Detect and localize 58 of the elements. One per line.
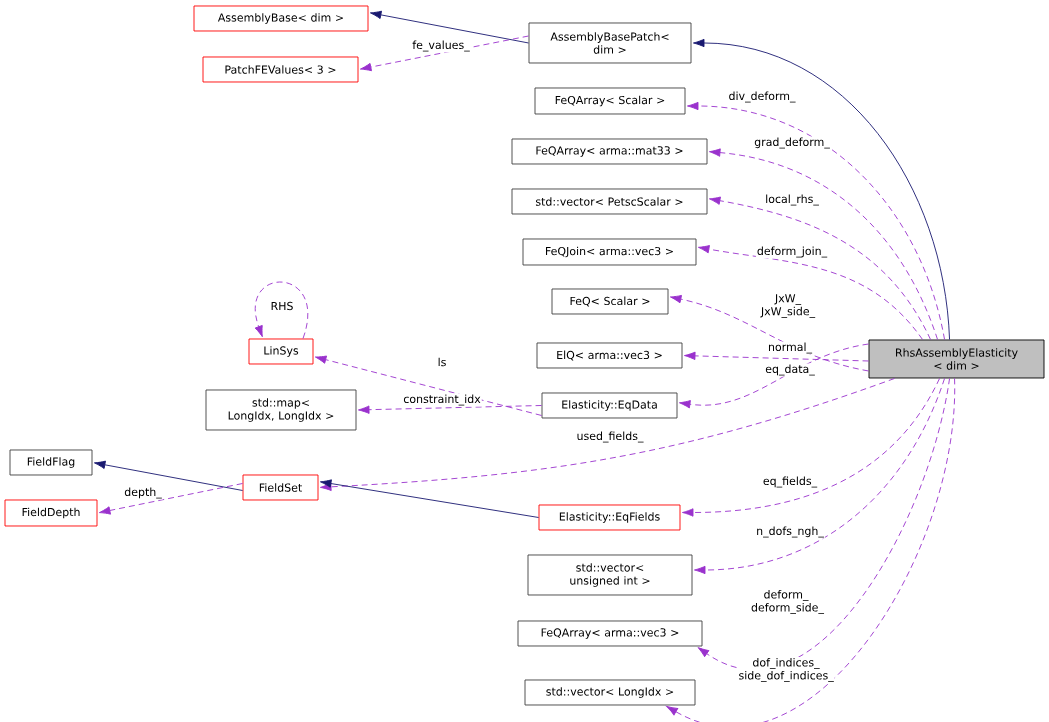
arrow	[679, 343, 869, 409]
arrow	[682, 378, 940, 517]
class-box: FeQArray< Scalar >	[534, 87, 686, 115]
arrow	[709, 148, 938, 340]
edge-label: RHS	[269, 300, 295, 312]
edge-label: n_dofs_ngh_	[755, 525, 825, 539]
edge-label: deform_join_	[755, 245, 829, 259]
class-box: FeQ< Scalar >	[551, 288, 669, 315]
class-box: FieldSet	[242, 474, 319, 501]
arrow	[358, 405, 542, 414]
arrow	[687, 101, 945, 340]
class-box: AssemblyBase< dim >	[193, 5, 369, 32]
arrow	[666, 378, 955, 722]
class-box: LinSys	[248, 338, 314, 365]
edge-label: JxW_ JxW_side_	[752, 293, 824, 319]
arrow	[94, 460, 243, 491]
class-box: FeQJoin< arma::vec3 >	[522, 238, 697, 266]
arrow	[697, 245, 923, 340]
arrow	[694, 378, 945, 575]
arrow	[320, 479, 539, 518]
arrow	[669, 295, 869, 372]
arrow	[708, 196, 931, 340]
arrow	[98, 483, 243, 515]
edge-label: eq_data_	[764, 363, 816, 377]
edge-label: normal_	[767, 341, 814, 355]
edge-label: fe_values_	[411, 39, 471, 53]
arrow	[320, 378, 895, 492]
edge-label: deform_ deform_side_	[750, 589, 825, 615]
class-box: RhsAssemblyElasticity < dim >	[868, 339, 1045, 379]
class-box: PatchFEValues< 3 >	[202, 56, 359, 83]
class-box: Elasticity::EqFields	[538, 504, 681, 531]
edge-label: constraint_idx	[402, 393, 482, 407]
class-box: std::vector< unsigned int >	[527, 554, 693, 596]
edge-label: dof_indices_ side_dof_indices_	[737, 657, 835, 683]
class-box: AssemblyBasePatch< dim >	[528, 22, 692, 64]
class-box: Elasticity::EqData	[541, 392, 678, 419]
class-box: FieldFlag	[9, 449, 93, 476]
arrow	[369, 10, 529, 44]
arrow	[697, 378, 950, 670]
arrow	[693, 38, 950, 340]
arrow	[684, 351, 869, 362]
class-box: std::vector< LongIdx >	[524, 679, 696, 706]
class-box: ElQ< arma::vec3 >	[536, 342, 683, 369]
edge-label: ls	[436, 356, 448, 368]
arrow	[314, 355, 542, 416]
arrow	[254, 281, 308, 339]
class-box: std::vector< PetscScalar >	[511, 188, 708, 215]
class-box: std::map< LongIdx, LongIdx >	[205, 389, 357, 431]
edge-label: eq_fields_	[761, 475, 819, 489]
class-box: FieldDepth	[4, 499, 98, 527]
arrow	[359, 35, 529, 72]
edge-label: local_rhs_	[764, 193, 820, 207]
edge-label: used_fields_	[575, 430, 645, 444]
edge-label: grad_deform_	[753, 136, 831, 150]
edge-label: div_deform_	[727, 90, 797, 104]
edge-label: depth_	[123, 486, 163, 500]
class-box: FeQArray< arma::mat33 >	[511, 138, 708, 165]
class-box: FeQArray< arma::vec3 >	[517, 620, 703, 647]
